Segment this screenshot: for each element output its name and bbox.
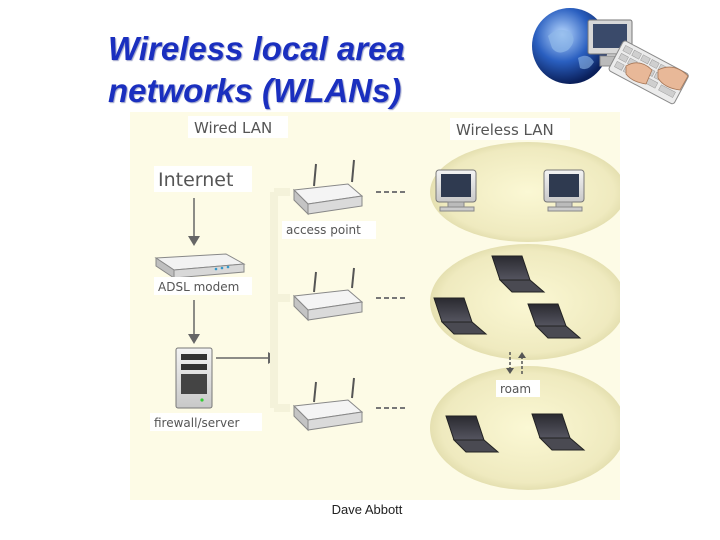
access-point-icon bbox=[292, 159, 364, 216]
title-line-1: Wireless local area bbox=[108, 30, 405, 67]
modem-icon bbox=[154, 253, 246, 279]
laptop-icon bbox=[531, 413, 586, 451]
slide-footer: Dave Abbott bbox=[0, 502, 720, 517]
internet-label: Internet bbox=[158, 169, 233, 191]
laptop-icon bbox=[433, 297, 488, 335]
footer-author: Dave Abbott bbox=[331, 502, 403, 517]
laptop-icon bbox=[491, 255, 546, 293]
wireless-group-desktops bbox=[430, 142, 620, 242]
server-label: firewall/server bbox=[154, 416, 240, 430]
monitor-icon bbox=[435, 169, 477, 212]
laptop-icon bbox=[445, 415, 500, 453]
access-point-icon bbox=[292, 267, 364, 322]
laptop-icon bbox=[527, 303, 582, 339]
wireless-lan-label: Wireless LAN bbox=[456, 121, 554, 139]
modem-label: ADSL modem bbox=[158, 280, 239, 294]
slide-title: Wireless local area networks (WLANs) bbox=[108, 28, 405, 112]
network-diagram: Wired LAN Wireless LAN Internet ADSL mod… bbox=[130, 112, 620, 500]
title-line-2: networks (WLANs) bbox=[108, 72, 402, 109]
monitor-icon bbox=[543, 169, 585, 212]
server-icon bbox=[175, 347, 213, 409]
roam-label: roam bbox=[500, 382, 531, 396]
wired-lan-label: Wired LAN bbox=[194, 119, 272, 137]
wireless-group-laptops-2 bbox=[430, 366, 620, 490]
access-point-icon bbox=[292, 377, 364, 432]
access-point-label: access point bbox=[286, 223, 361, 237]
globe-keyboard-icon bbox=[532, 8, 689, 105]
